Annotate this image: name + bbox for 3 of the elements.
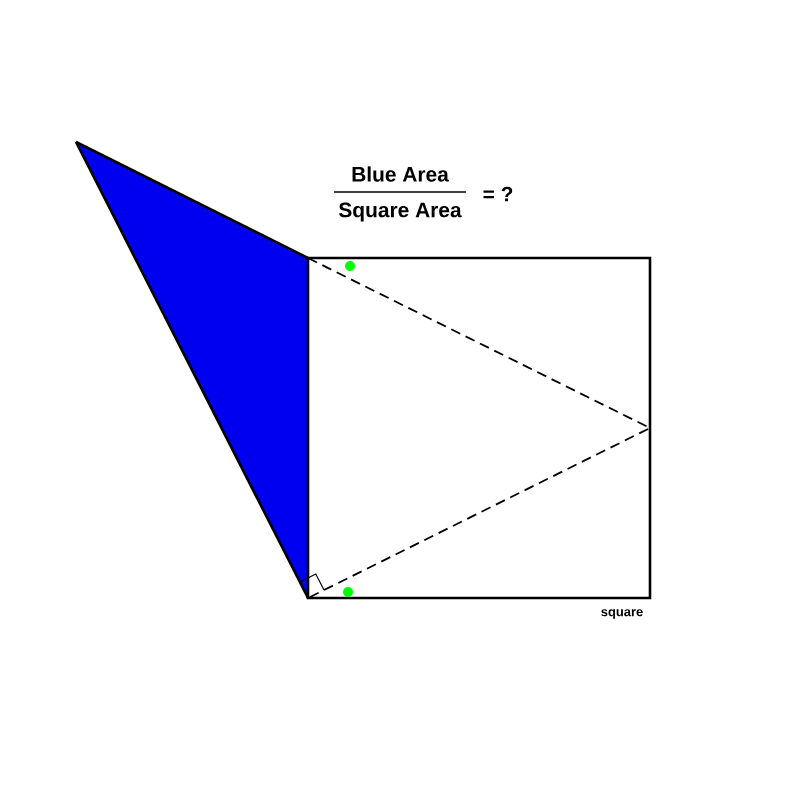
denominator: Square Area [338,202,462,222]
equation-text: = ? [483,186,513,202]
numerator: Blue Area [352,166,449,182]
